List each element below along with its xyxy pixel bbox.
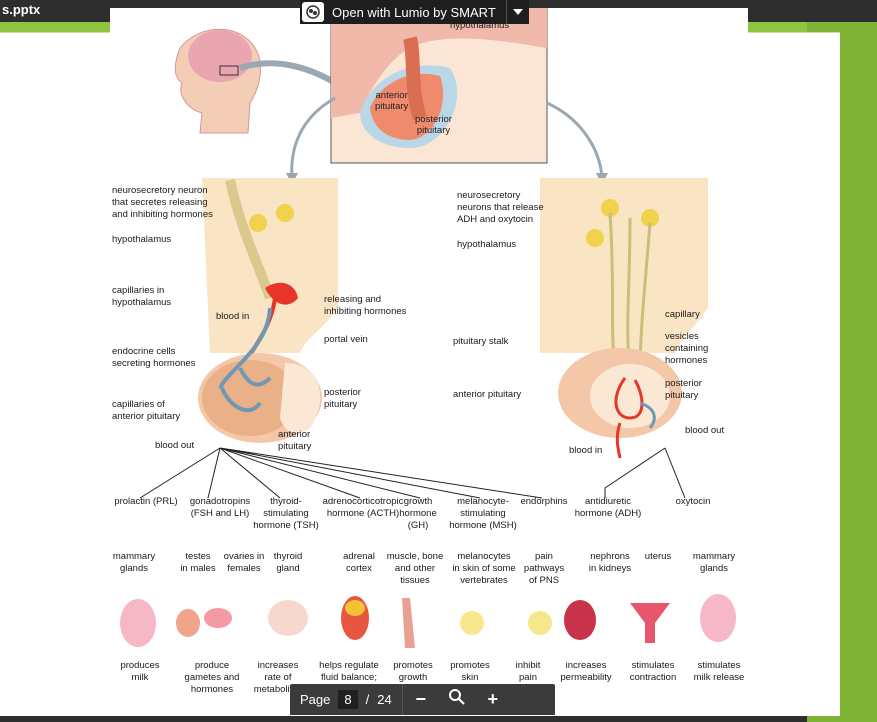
right-stalk-label: pituitary stalk (453, 336, 509, 347)
pituitary-diagram: hypothalamus anterior pituitary posterio… (110, 7, 748, 715)
zoom-in-button[interactable]: + (487, 689, 498, 709)
hormone-label: endorphins (520, 496, 568, 507)
chevron-down-icon[interactable] (505, 0, 529, 24)
zoom-out-button[interactable]: − (415, 689, 426, 709)
right-posterior-label: posterior pituitary (665, 378, 702, 401)
effect-label: produce gametes and hormones (184, 660, 240, 695)
effect-label: stimulates contraction (629, 660, 677, 683)
left-hypothalamus-label: hypothalamus (112, 234, 172, 245)
target-label: adrenal cortex (343, 551, 375, 574)
page-label: Page (300, 692, 331, 707)
divider (401, 684, 403, 715)
hormone-label: growth hormone (GH) (399, 496, 437, 531)
effect-label: stimulates milk release (693, 660, 745, 683)
zoom-icon[interactable] (439, 688, 475, 711)
file-title: s.pptx (2, 2, 41, 17)
effect-label: promotes growth (393, 660, 433, 683)
right-blood-out-label: blood out (685, 425, 725, 436)
target-label: uterus (644, 551, 672, 562)
target-label: nephrons in kidneys (588, 551, 632, 574)
left-posterior-label: posterior pituitary (324, 387, 361, 410)
right-capillary-label: capillary (665, 309, 700, 320)
hormone-label: thyroid- stimulating hormone (TSH) (253, 496, 319, 531)
left-neurosecretory-label: neurosecretory neuron that secretes rele… (112, 185, 213, 220)
target-label: pain pathways of PNS (523, 551, 565, 586)
inset-posterior-label: posterior pituitary (415, 114, 452, 136)
left-releasing-label: releasing and inhibiting hormones (324, 294, 407, 317)
effect-label: increases permeability (560, 660, 612, 683)
inset-hypothalamus-label: hypothalamus (450, 20, 510, 31)
page-separator: / (365, 692, 370, 707)
left-capillaries-ant-label: capillaries of anterior pituitary (112, 399, 181, 422)
target-label: ovaries in females (223, 551, 265, 574)
left-endocrine-label: endocrine cells secreting hormones (112, 346, 196, 369)
target-label: mammary glands (112, 551, 156, 574)
right-blood-in-label: blood in (569, 445, 603, 456)
open-with-lumio-button[interactable]: Open with Lumio by SMART (300, 0, 529, 24)
inset-anterior-label: anterior pituitary (375, 90, 409, 112)
page-number-input[interactable]: 8 (338, 690, 358, 709)
target-label: muscle, bone and other tissues (386, 551, 444, 586)
page-total: 24 (377, 692, 392, 707)
target-label: testes in males (180, 551, 216, 574)
left-portal-vein-label: portal vein (324, 334, 368, 345)
hormone-label: adrenocorticotropic hormone (ACTH) (322, 496, 404, 519)
left-blood-in-label: blood in (216, 311, 250, 322)
target-label: thyroid gland (273, 551, 303, 574)
effect-label: produces milk (120, 660, 160, 683)
target-label: melanocytes in skin of some vertebrates (452, 551, 516, 586)
lumio-label: Open with Lumio by SMART (332, 4, 496, 20)
left-anterior-label: anterior pituitary (278, 429, 312, 452)
lumio-logo-icon (302, 2, 324, 22)
target-label: mammary glands (692, 551, 736, 574)
effect-label: increases rate of metabolism (253, 660, 303, 695)
left-blood-out-label: blood out (155, 440, 195, 451)
page-navigator: Page 8 / 24 − + (290, 684, 555, 715)
right-anterior-label: anterior pituitary (453, 389, 522, 400)
hormone-label: gonadotropins (FSH and LH) (189, 496, 251, 519)
hormone-label: melanocyte- stimulating hormone (MSH) (449, 496, 517, 531)
left-capillaries-hypo-label: capillaries in hypothalamus (112, 285, 172, 308)
diagram-artwork (120, 7, 736, 648)
right-vesicles-label: vesicles containing hormones (665, 331, 709, 366)
hormone-label: oxytocin (675, 496, 711, 507)
hormone-label: prolactin (PRL) (114, 496, 178, 507)
right-neurosecretory-label: neurosecretory neurons that release ADH … (457, 190, 544, 225)
right-hypothalamus-label: hypothalamus (457, 239, 517, 250)
page-indicator: Page 8 / 24 (290, 690, 402, 709)
hormone-label: antidiuretic hormone (ADH) (574, 496, 642, 519)
